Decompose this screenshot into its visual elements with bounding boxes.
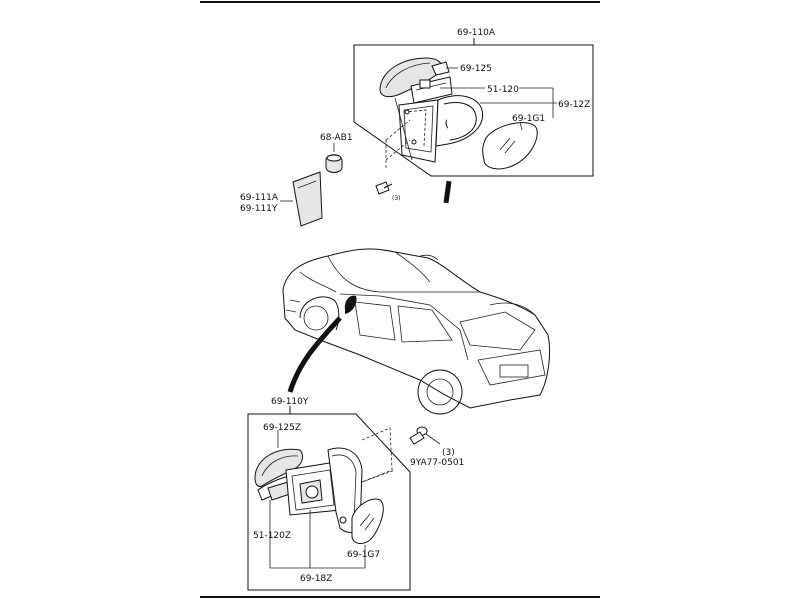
label-69-1G1: 69-1G1 — [512, 114, 545, 124]
vehicle-illustration — [282, 248, 551, 415]
label-69-125: 69-125 — [460, 64, 492, 74]
right-mirror-assembly — [353, 38, 594, 177]
label-69-1G7: 69-1G7 — [347, 550, 380, 560]
connector-mark — [443, 180, 452, 204]
label-51-120: 51-120 — [487, 85, 519, 95]
mirror-body-69-12Z — [385, 95, 484, 170]
bolt-9YA77-0501 — [409, 426, 441, 445]
label-69-110Y: 69-110Y — [271, 397, 309, 407]
mirror-housing-51-120 — [410, 76, 453, 104]
mirror-glass-69-1G1 — [482, 122, 538, 170]
label-9YA77-0501: 9YA77-0501 — [410, 458, 464, 468]
pointer-arc — [287, 316, 342, 393]
label-69-125Z: 69-125Z — [263, 423, 301, 433]
assembly-box-bottom — [247, 413, 411, 591]
label-screw-qty: (3) — [442, 448, 455, 458]
mirror-glass-69-1G7 — [351, 498, 384, 544]
mirror-cover-69-125 — [379, 57, 450, 98]
mirror-housing-51-120Z — [285, 461, 341, 516]
label-69-12Z: 69-12Z — [558, 100, 590, 110]
screw-top — [375, 181, 393, 195]
assembly-box-top — [353, 44, 594, 177]
label-51-120Z: 51-120Z — [253, 531, 291, 541]
garnish-69-111 — [280, 171, 323, 227]
label-69-110A: 69-110A — [457, 28, 496, 38]
grommet-68-AB1 — [325, 143, 343, 173]
left-mirror-assembly — [247, 406, 411, 591]
label-69-111Y: 69-111Y — [240, 204, 278, 214]
label-screw-qty-top: (3) — [392, 195, 401, 202]
label-69-18Z: 69-18Z — [300, 574, 332, 584]
label-69-111A: 69-111A — [240, 193, 279, 203]
label-68-AB1: 68-AB1 — [320, 133, 353, 143]
